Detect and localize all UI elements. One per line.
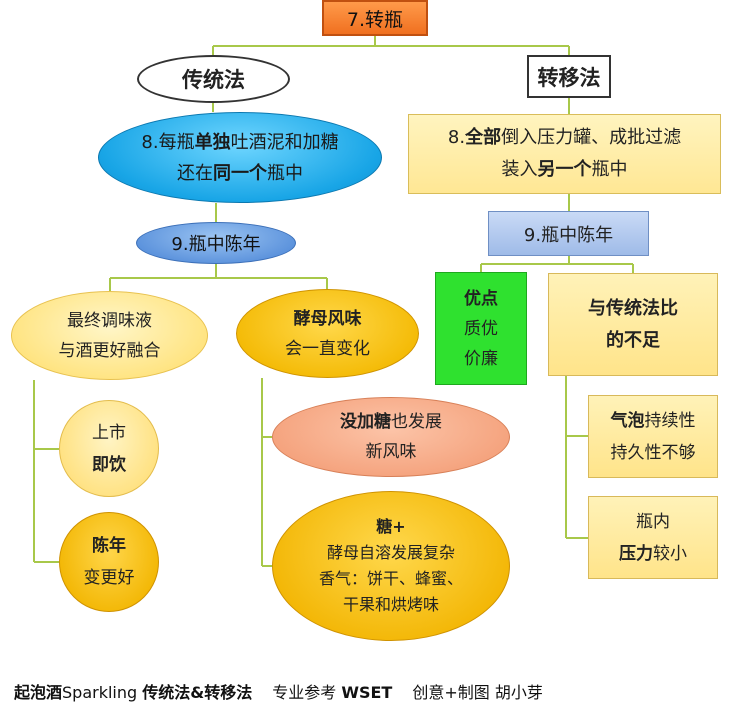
sugar-line2: 酵母自溶发展复杂 xyxy=(326,543,455,562)
final-liquor-line1: 最终调味液 xyxy=(67,310,152,331)
traditional-method-label: 传统法 xyxy=(182,68,245,92)
footer-caption: 起泡酒Sparkling 传统法&转移法 专业参考 WSET 创意+制图 胡小芽 xyxy=(14,676,724,706)
market-drink-line2: 即饮 xyxy=(92,454,126,475)
yeast-flavor-node: 酵母风味 会一直变化 xyxy=(236,289,419,378)
no-sugar-node: 没加糖也发展 新风味 xyxy=(272,397,510,477)
footer-methods: 传统法&转移法 xyxy=(142,683,253,702)
traditional-step8-emphasis-a: 单独 xyxy=(194,131,231,153)
bubbles-line1: 气泡持续性 xyxy=(611,405,696,437)
transfer-step8-text-b: 倒入压力罐、成批过滤 xyxy=(501,127,682,148)
yeast-flavor-line2: 会一直变化 xyxy=(285,338,370,359)
comparison-box: 与传统法比 的不足 xyxy=(548,273,718,376)
final-liquor-node: 最终调味液 与酒更好融合 xyxy=(11,291,208,380)
no-sugar-line1: 没加糖也发展 xyxy=(340,407,442,437)
bubbles-box: 气泡持续性 持久性不够 xyxy=(588,395,718,478)
turn-bottle-title: 7.转瓶 xyxy=(322,0,428,36)
pressure-text: 较小 xyxy=(653,543,687,564)
no-sugar-emphasis: 没加糖 xyxy=(340,412,391,432)
advantages-title: 优点 xyxy=(464,288,498,309)
comparison-line2: 的不足 xyxy=(606,329,660,351)
sugar-node: 糖+ 酵母自溶发展复杂 香气：饼干、蜂蜜、 干果和烘烤味 xyxy=(272,491,510,641)
sugar-line3: 香气：饼干、蜂蜜、 xyxy=(318,569,463,588)
pressure-box: 瓶内 压力较小 xyxy=(588,496,718,579)
transfer-step8-text-c: 装入 xyxy=(501,159,538,180)
traditional-step8-line1: 8.每瓶单独吐酒泥和加糖 xyxy=(141,127,338,158)
traditional-step8-text-b: 吐酒泥和加糖 xyxy=(230,131,339,153)
traditional-step8-line2: 还在同一个瓶中 xyxy=(177,158,303,189)
transfer-method-header: 转移法 xyxy=(527,55,611,98)
bubbles-emphasis: 气泡 xyxy=(610,410,645,431)
transfer-step9-node: 9.瓶中陈年 xyxy=(488,211,649,256)
traditional-step8-text-c: 还在 xyxy=(177,162,213,184)
traditional-step8-emphasis-b: 同一个 xyxy=(213,162,267,184)
pressure-line1: 瓶内 xyxy=(636,511,670,532)
bubbles-line2: 持久性不够 xyxy=(610,442,696,463)
footer-title-en: Sparkling xyxy=(62,683,143,702)
advantages-line2: 价廉 xyxy=(464,348,498,369)
no-sugar-text: 也发展 xyxy=(391,412,442,432)
comparison-line1: 与传统法比 xyxy=(588,297,678,319)
transfer-step8-text-a: 8. xyxy=(447,127,466,148)
turn-bottle-title-text: 7.转瓶 xyxy=(346,8,404,31)
market-drink-node: 上市 即饮 xyxy=(59,400,159,497)
aging-node: 陈年 变更好 xyxy=(59,512,159,612)
footer-title-zh: 起泡酒 xyxy=(14,683,63,702)
transfer-step8-emphasis-a: 全部 xyxy=(465,127,502,148)
transfer-step8-line1: 8.全部倒入压力罐、成批过滤 xyxy=(448,122,681,154)
aging-line1: 陈年 xyxy=(92,536,126,556)
traditional-step9-label: 9.瓶中陈年 xyxy=(171,234,261,255)
aging-line2: 变更好 xyxy=(83,568,135,588)
yeast-flavor-line1: 酵母风味 xyxy=(293,308,362,329)
traditional-step8-text-a: 8.每瓶 xyxy=(141,131,195,153)
advantages-line1: 质优 xyxy=(464,318,498,339)
sugar-line4: 干果和烘烤味 xyxy=(342,595,439,614)
market-drink-line1: 上市 xyxy=(92,422,126,443)
transfer-step8-text-d: 瓶中 xyxy=(591,159,628,180)
no-sugar-line2: 新风味 xyxy=(365,442,417,462)
traditional-method-header: 传统法 xyxy=(137,55,290,103)
bubbles-text: 持续性 xyxy=(644,410,696,431)
footer-credit: 创意+制图 胡小芽 xyxy=(412,683,543,702)
sugar-line1: 糖+ xyxy=(376,517,406,536)
footer-reference-label: 专业参考 xyxy=(272,683,342,702)
transfer-step8-node: 8.全部倒入压力罐、成批过滤 装入另一个瓶中 xyxy=(408,114,721,194)
transfer-step8-emphasis-b: 另一个 xyxy=(537,159,592,180)
traditional-step8-node: 8.每瓶单独吐酒泥和加糖 还在同一个瓶中 xyxy=(98,112,382,203)
advantages-box: 优点 质优 价廉 xyxy=(435,272,527,385)
pressure-emphasis: 压力 xyxy=(619,543,653,564)
final-liquor-line2: 与酒更好融合 xyxy=(58,340,161,361)
footer-reference-wset: WSET xyxy=(341,683,393,702)
traditional-step8-text-d: 瓶中 xyxy=(267,162,303,184)
pressure-line2: 压力较小 xyxy=(619,538,687,570)
traditional-step9-node: 9.瓶中陈年 xyxy=(136,222,296,264)
transfer-step9-label: 9.瓶中陈年 xyxy=(523,224,614,246)
footer-reference: 专业参考 WSET xyxy=(272,679,392,703)
transfer-step8-line2: 装入另一个瓶中 xyxy=(502,154,628,186)
footer-title: 起泡酒Sparkling 传统法&转移法 xyxy=(14,679,252,703)
transfer-method-label: 转移法 xyxy=(537,65,601,90)
